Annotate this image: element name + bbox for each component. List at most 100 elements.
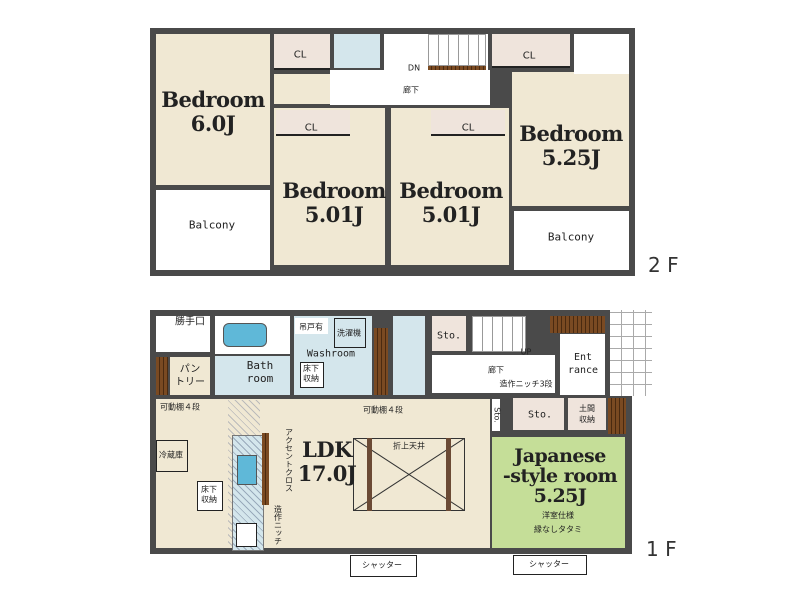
pantry-line: トリー: [175, 377, 205, 388]
storage-narrow: [492, 399, 500, 431]
hallway-1f: [432, 355, 555, 393]
shutter-label: シャッター: [529, 559, 569, 569]
room-name: Bedroom: [399, 178, 503, 203]
balcony-right: [514, 211, 629, 270]
niche-label: 造作ニッチ: [273, 505, 283, 545]
toilet-1f: [393, 316, 425, 395]
washroom-shelf: [374, 328, 388, 395]
doma-shelf: [608, 398, 626, 434]
balcony-left: [156, 190, 270, 270]
line: 収納: [201, 495, 217, 504]
stairs-2f: [428, 34, 486, 66]
closet-label: CL: [304, 122, 318, 134]
closet-label: CL: [461, 122, 475, 134]
washroom-label: Washroom: [306, 348, 356, 360]
room-name: Bedroom: [519, 121, 623, 146]
line: 収納: [579, 415, 595, 424]
room-name: LDK: [302, 437, 352, 462]
closet-label: CL: [293, 49, 307, 61]
storage-under-stairs: [432, 316, 466, 351]
closet-label: CL: [522, 50, 536, 62]
pantry-shelf: [156, 357, 168, 395]
underfloor-label-washroom: 床下収納: [303, 364, 319, 384]
stove: [236, 523, 257, 547]
raised-ceiling-label: 折上天井: [393, 441, 425, 451]
room-name: Bedroom: [282, 178, 386, 203]
entrance: [560, 334, 605, 395]
floor-label-1f: 1 F: [646, 537, 677, 561]
storage-1f-label: Sto.: [527, 409, 553, 421]
shelf-4-label: 可動棚４段: [160, 402, 200, 412]
toilet-2f: [334, 34, 380, 68]
room-size: 5.01J: [304, 202, 364, 227]
kitchen-sink: [237, 455, 257, 485]
entrance-porch-tiles: [610, 310, 652, 396]
accent-cloth-label: アクセントクロス: [284, 428, 294, 492]
bedroom-corridor: [274, 74, 330, 104]
japanese-room: [492, 437, 625, 548]
pantry: [170, 357, 210, 395]
underfloor-storage-washroom: [300, 362, 324, 388]
shutter-label: シャッター: [362, 560, 402, 570]
ldk: [156, 399, 490, 548]
line: 土間: [579, 404, 595, 413]
fridge: [156, 440, 188, 472]
doma-storage: [568, 398, 606, 430]
fridge-label: 冷蔵庫: [159, 450, 183, 460]
line: 収納: [303, 374, 319, 383]
hallway-2f-label: 廊下: [403, 85, 419, 95]
storage-narrow-label: Sto.: [492, 407, 502, 423]
line: Japanese: [514, 445, 606, 467]
floor-label-2f: 2 F: [648, 253, 679, 277]
washer-label: 洗濯機: [337, 328, 361, 338]
line: 床下: [201, 485, 217, 494]
stairs-up-label: UP: [520, 347, 532, 357]
shutter-ldk: [350, 555, 417, 577]
stairs-1f: [472, 316, 526, 352]
hanging-cabinet: [295, 318, 328, 334]
closet-2f-a: [274, 34, 330, 70]
room-name: Bedroom: [161, 87, 265, 112]
closet-2f-d: [431, 110, 505, 136]
doma-storage-label: 土間収納: [579, 403, 595, 425]
bedroom-6j: [156, 34, 270, 185]
storage-1f: [513, 398, 564, 430]
underfloor-storage-kitchen: [197, 481, 223, 511]
bathtub: [223, 323, 267, 347]
room-size: 17.0J: [297, 461, 357, 486]
washing-machine: [334, 318, 366, 348]
niche-3-label: 造作ニッチ3段: [499, 379, 553, 389]
cabinet-label: 吊戸有: [299, 322, 323, 332]
closet-2f-c: [276, 110, 350, 136]
stair-step: [428, 66, 486, 70]
back-door-label: 勝手口: [175, 316, 205, 328]
bathroom-line: Bath: [246, 359, 274, 372]
hallway-1f-label: 廊下: [488, 365, 504, 375]
pantry-label: パントリー: [175, 363, 205, 389]
line: rance: [567, 365, 599, 376]
bedroom-525: [512, 72, 629, 206]
balcony-left-label: Balcony: [188, 218, 236, 232]
raised-ceiling-box: [353, 438, 465, 511]
japanese-room-note: 洋室仕様縁なしタタミ: [534, 509, 582, 537]
hallway-2f: [330, 70, 490, 105]
line: 床下: [303, 364, 319, 373]
bathroom: [215, 356, 290, 395]
outside-notch: [574, 34, 629, 74]
line: -style room: [502, 465, 618, 487]
kitchen-wall-panel: [262, 433, 269, 505]
stairs-down-label: DN: [407, 63, 421, 73]
balcony-right-label: Balcony: [547, 230, 595, 244]
entrance-shelf: [550, 316, 605, 333]
shutter-japanese: [513, 555, 587, 575]
line: 縁なしタタミ: [534, 525, 582, 534]
